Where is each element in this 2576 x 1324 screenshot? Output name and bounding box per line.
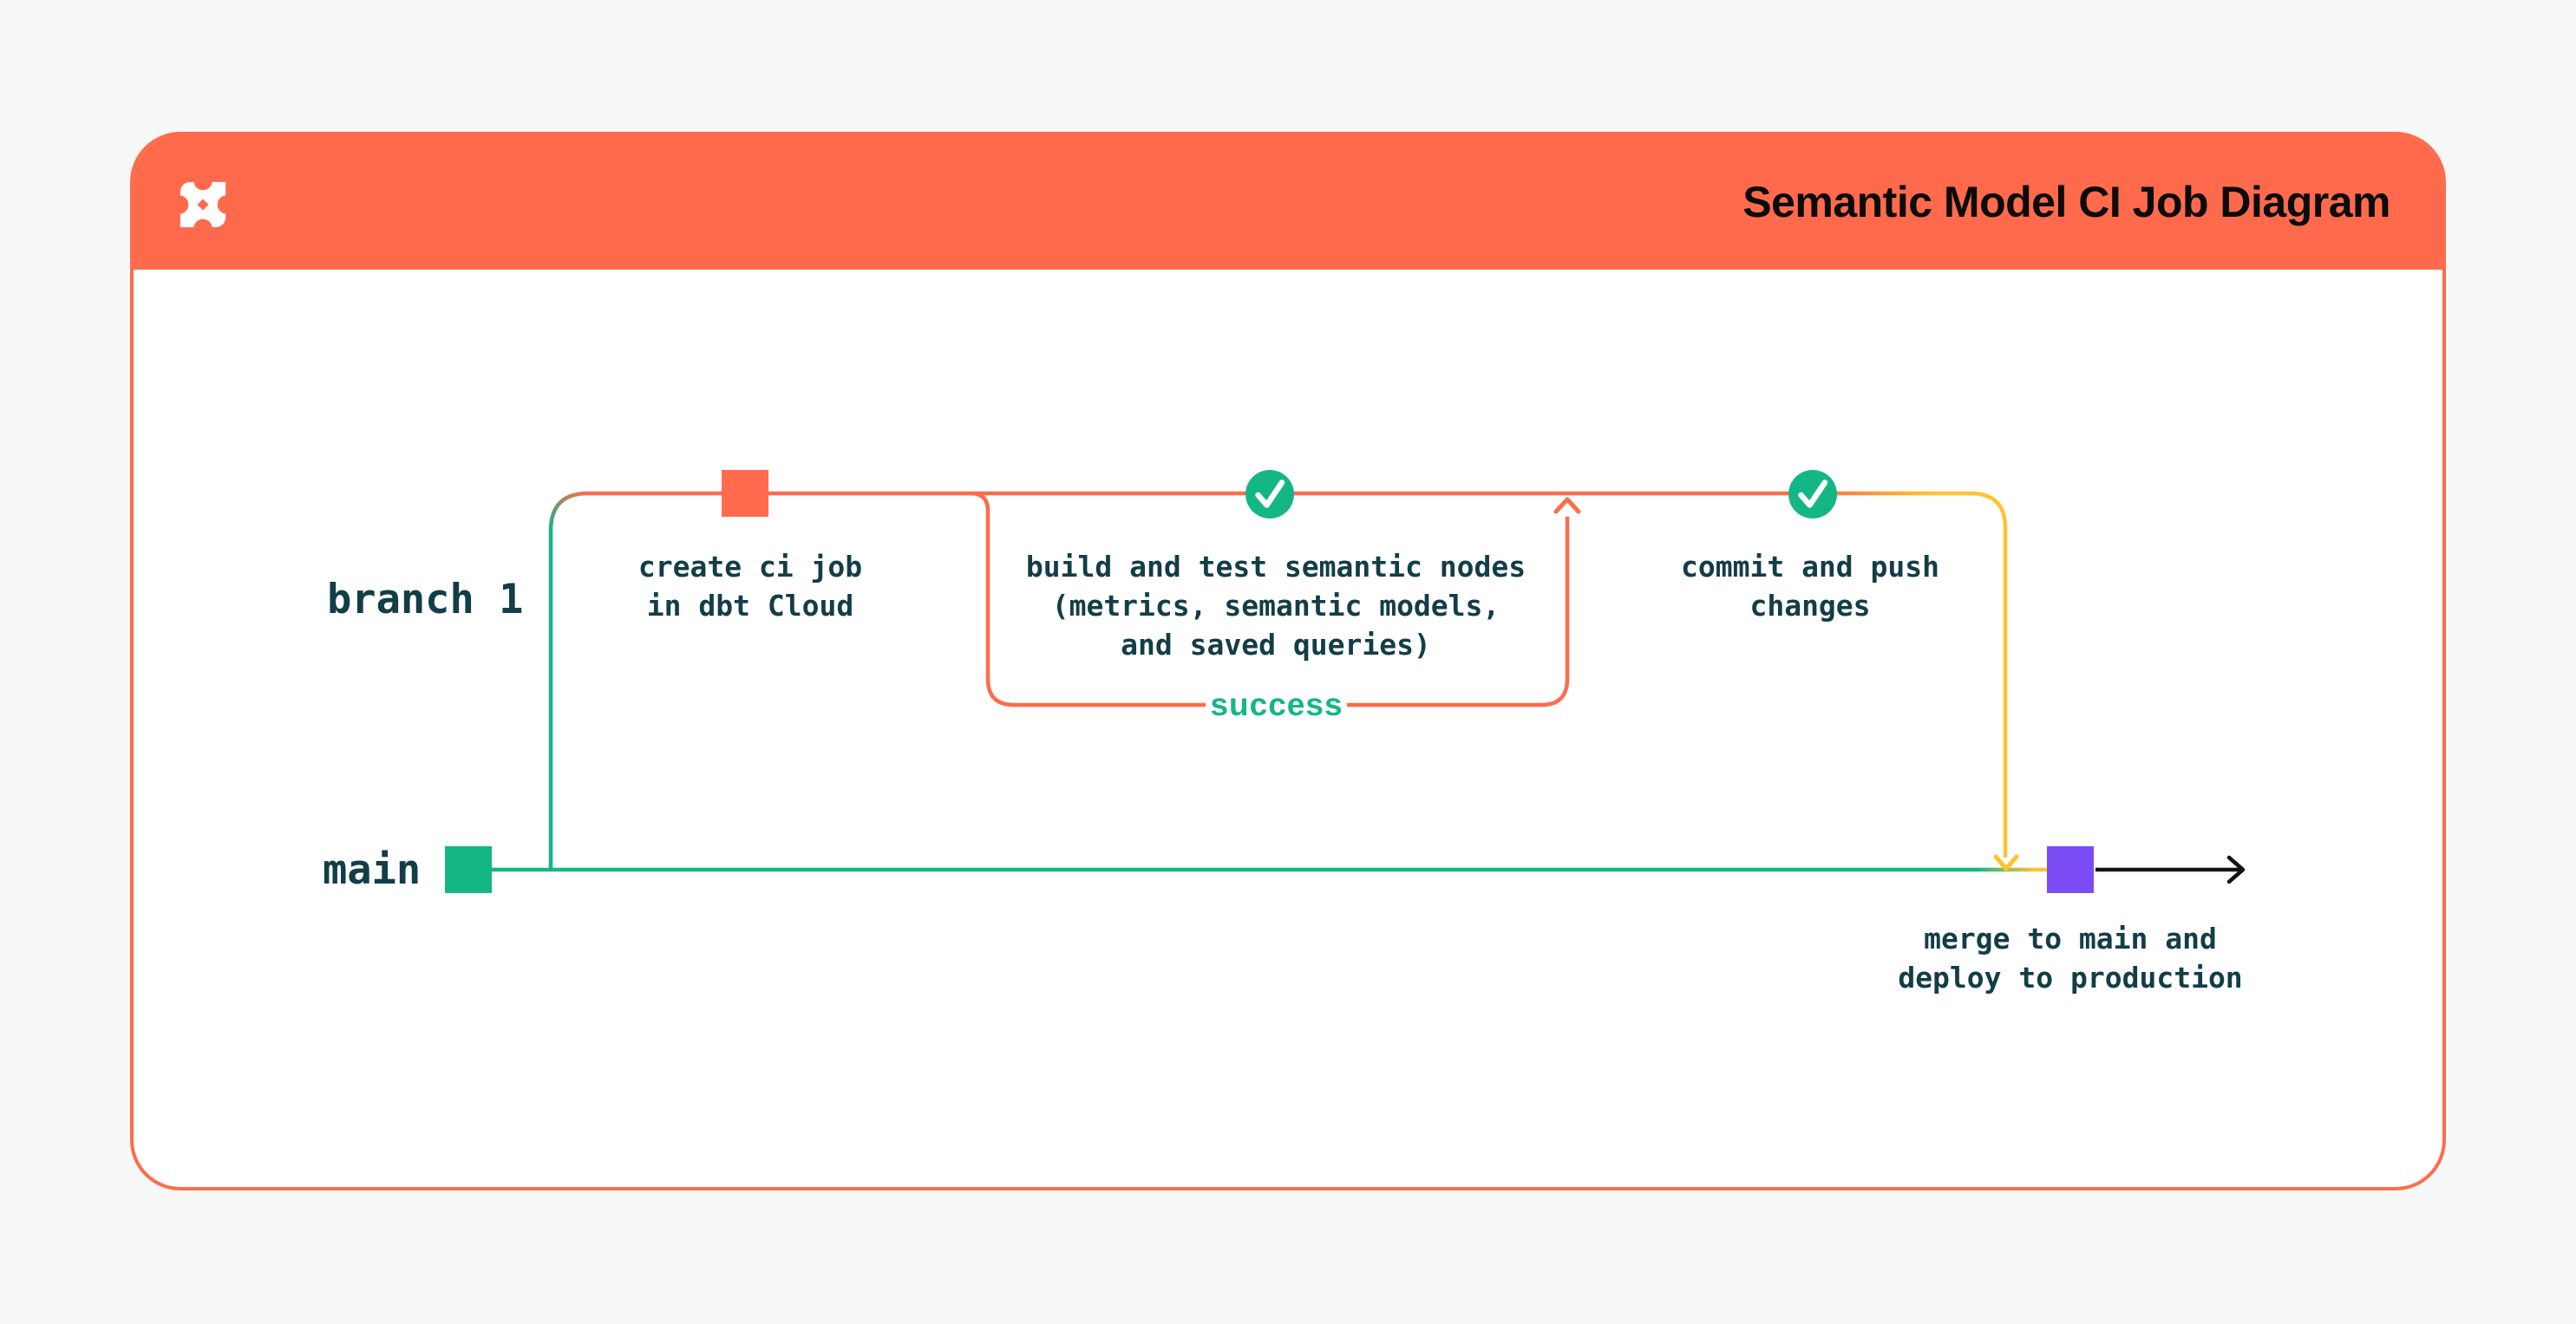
merge-down-line [1932, 491, 2008, 858]
ci-loop-arrow-up-icon [1553, 497, 1581, 514]
step-line: changes [1749, 589, 1871, 623]
merge-arrow-down-icon [1993, 854, 2019, 871]
merge-commit-node [2047, 846, 2094, 893]
build-test-check-circle [1246, 470, 1294, 519]
page-title: Semantic Model CI Job Diagram [1742, 178, 2390, 226]
feature-branch-corner [548, 491, 589, 532]
step-line: commit and push [1680, 550, 1940, 584]
card-header: Semantic Model CI Job Diagram [134, 135, 2442, 270]
step-line: and saved queries) [1121, 628, 1431, 662]
step-commit-push: commit and push changes [1681, 547, 1939, 625]
step-build-test: build and test semantic nodes (metrics, … [1026, 547, 1526, 664]
main-label: main [323, 846, 422, 894]
deploy-arrow-head-icon [2226, 855, 2246, 884]
diagram-card: Semantic Model CI Job Diagram [130, 132, 2446, 1190]
check-icon [1255, 479, 1285, 508]
step-create-ci-job: create ci job in dbt Cloud [638, 547, 862, 625]
main-start-commit-node [445, 846, 492, 893]
step-line: in dbt Cloud [646, 589, 854, 623]
success-label: success [1210, 687, 1344, 722]
step-merge-deploy: merge to main and deploy to production [1898, 919, 2242, 997]
dbt-logo-icon [170, 172, 236, 238]
branch-1-label: branch 1 [327, 576, 524, 623]
step-line: (metrics, semantic models, [1051, 589, 1500, 623]
check-icon [1798, 479, 1828, 508]
ci-loop-right-line [1347, 517, 1570, 708]
step-line: merge to main and [1924, 922, 2217, 955]
create-ci-commit-node [722, 470, 768, 517]
step-line: create ci job [637, 550, 863, 584]
step-line: build and test semantic nodes [1025, 550, 1527, 584]
ci-loop-left-line [970, 491, 1206, 708]
commit-push-check-circle [1788, 470, 1837, 519]
step-line: deploy to production [1898, 961, 2243, 995]
